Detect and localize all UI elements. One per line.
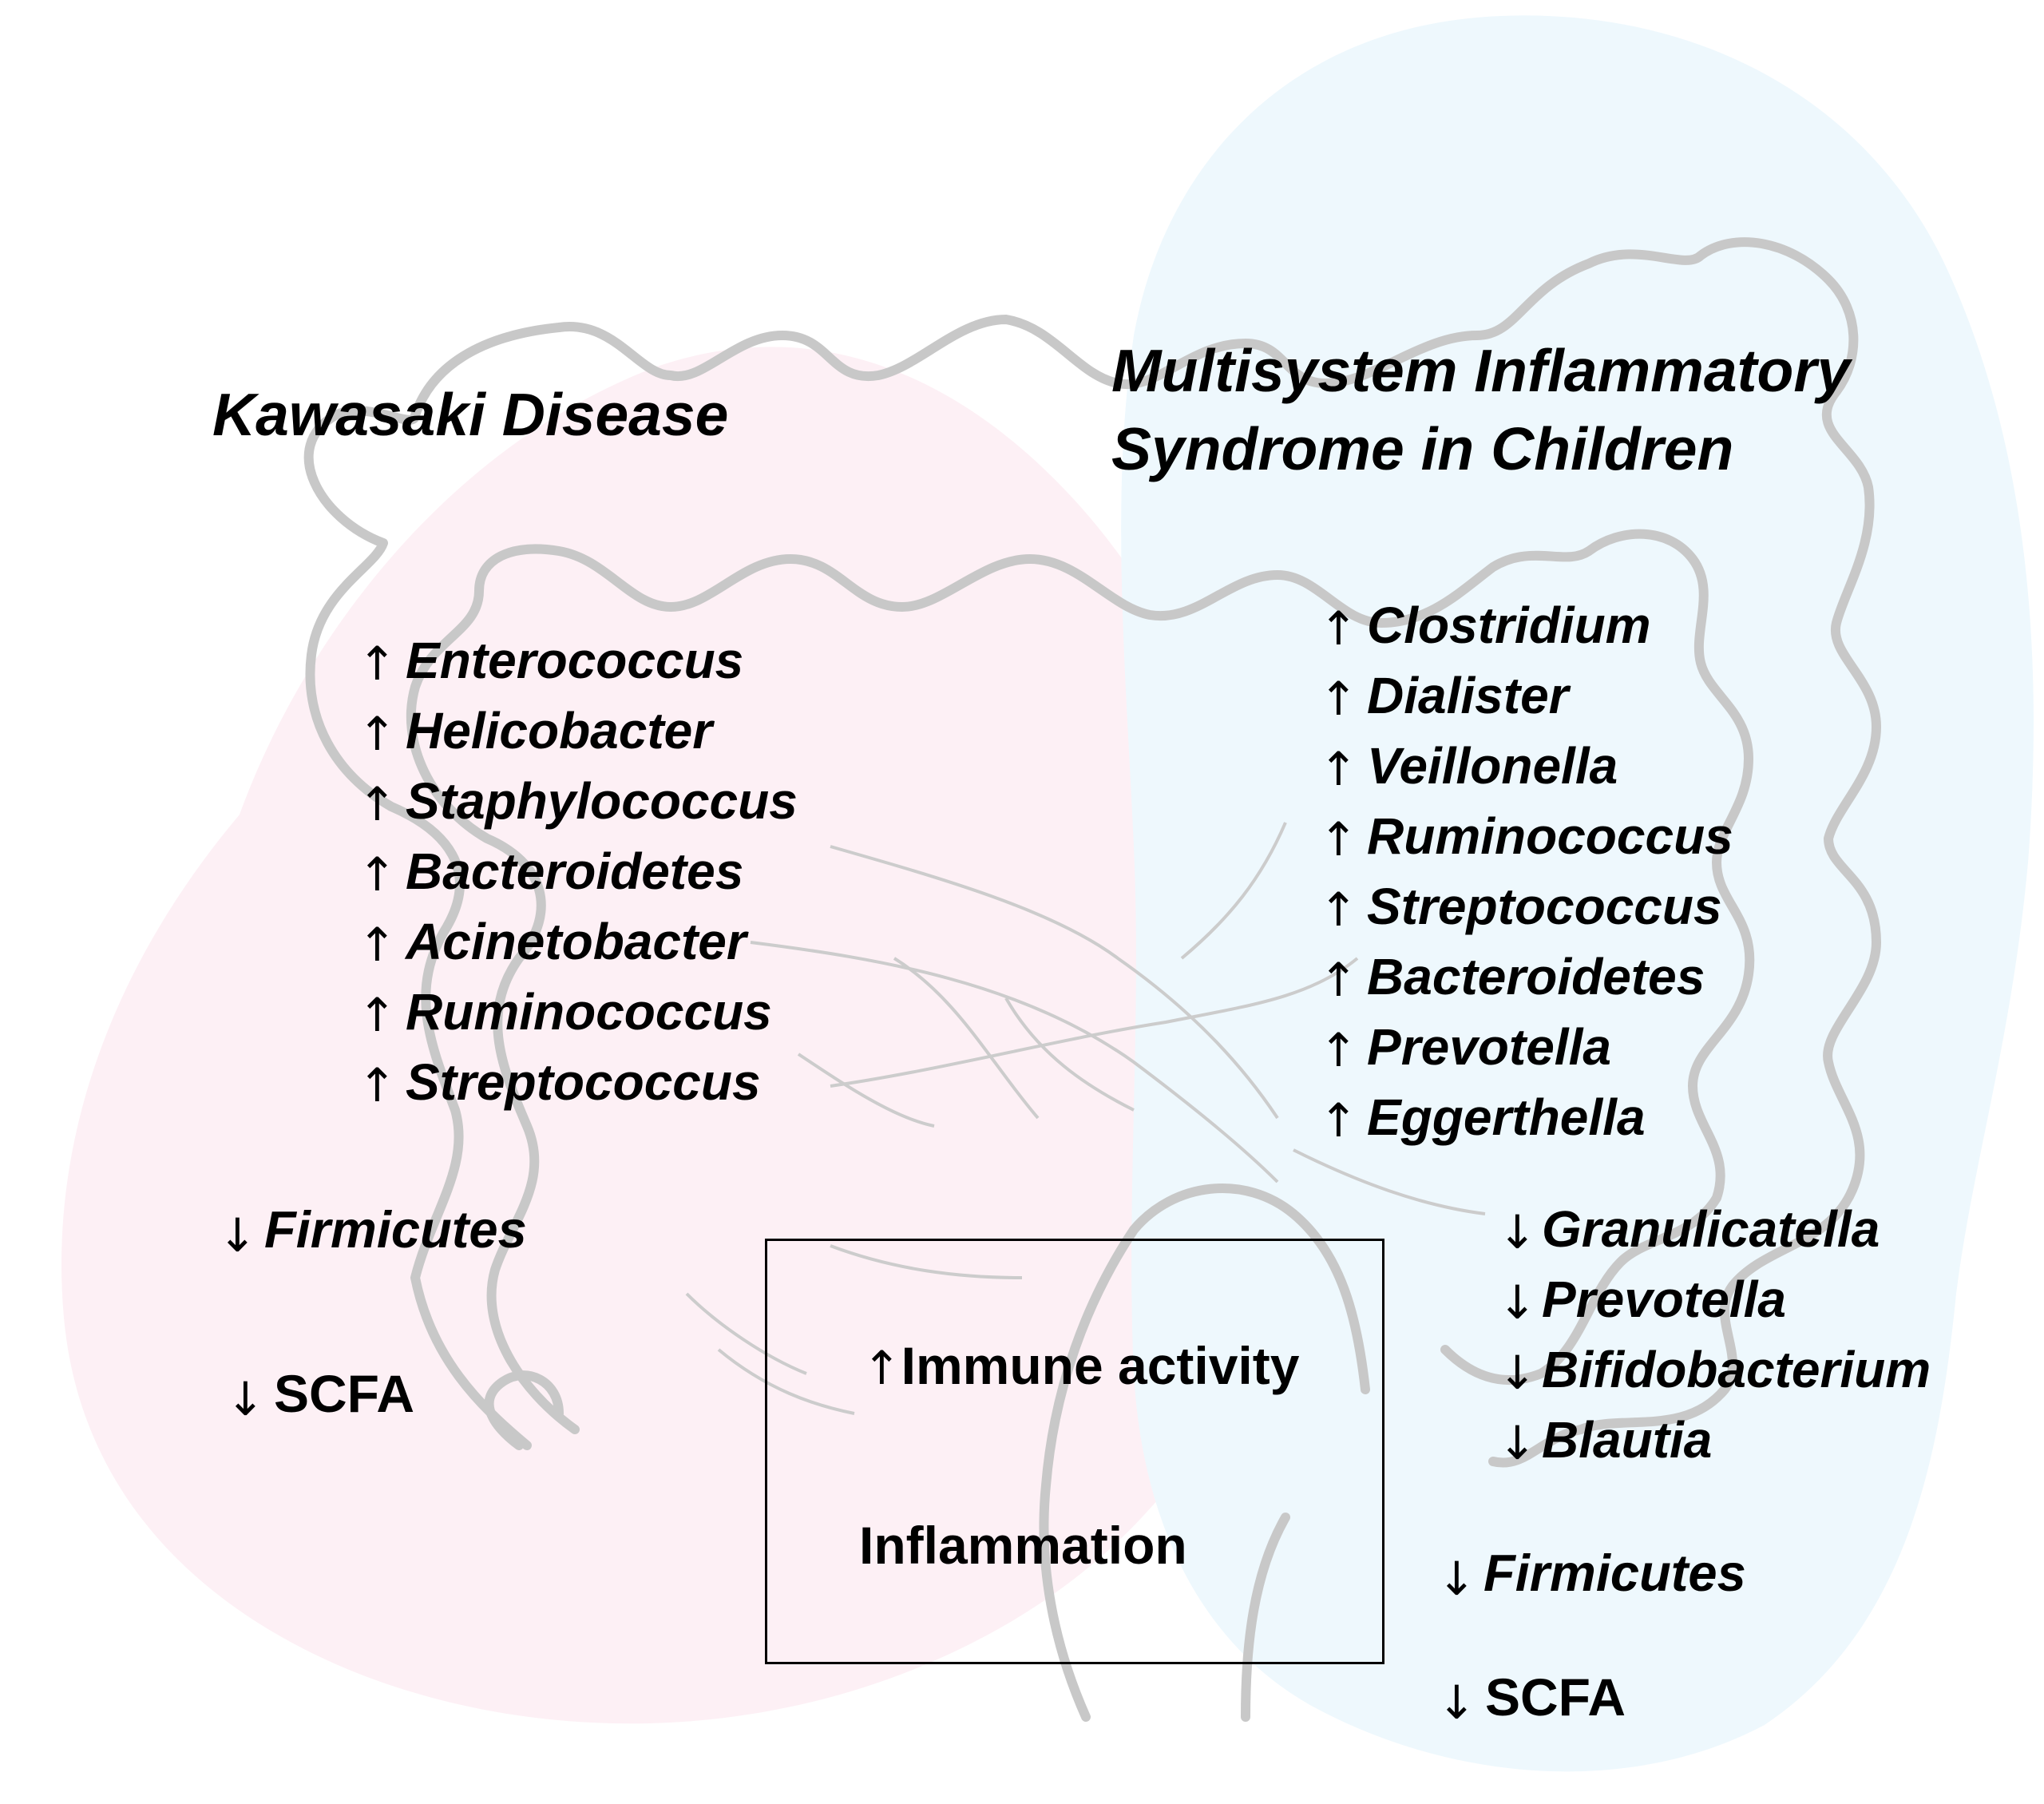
up-arrow-icon: ↑ bbox=[1319, 742, 1358, 796]
up-arrow-icon: ↑ bbox=[1319, 953, 1358, 1007]
taxon-label: Bacteroidetes bbox=[1367, 948, 1705, 1005]
up-arrow-icon: ↑ bbox=[1319, 1023, 1358, 1077]
taxon-label: Ruminococcus bbox=[406, 983, 772, 1041]
up-arrow-icon: ↑ bbox=[358, 847, 397, 902]
up-arrow-icon: ↑ bbox=[1319, 1093, 1358, 1148]
down-arrow-icon: ↓ bbox=[1437, 1675, 1476, 1730]
metabolite-label: SCFA bbox=[274, 1364, 415, 1423]
taxon-label: Blautia bbox=[1542, 1411, 1713, 1469]
taxon-label: Clostridium bbox=[1367, 597, 1651, 654]
taxon-label: Eggerthella bbox=[1367, 1088, 1646, 1146]
immune-activity-text: Immune activity bbox=[901, 1336, 1300, 1395]
misc-region bbox=[1121, 15, 2034, 1772]
up-arrow-icon: ↑ bbox=[358, 636, 397, 691]
taxon-label: Streptococcus bbox=[1367, 878, 1722, 935]
taxon-label: Helicobacter bbox=[406, 702, 713, 759]
taxon-label: Granulicatella bbox=[1542, 1200, 1880, 1258]
taxon-label: Dialister bbox=[1367, 667, 1569, 724]
effects-box bbox=[765, 1239, 1384, 1664]
taxon-label: Acinetobacter bbox=[406, 913, 747, 970]
kawasaki-region bbox=[61, 347, 1293, 1724]
taxon-label: Prevotella bbox=[1542, 1271, 1786, 1328]
taxon-label: Streptococcus bbox=[406, 1053, 761, 1111]
taxon-label: Firmicutes bbox=[264, 1200, 527, 1259]
metabolite-label: SCFA bbox=[1485, 1667, 1626, 1727]
taxon-label: Bifidobacterium bbox=[1542, 1341, 1931, 1398]
taxon-label: Bacteroidetes bbox=[406, 843, 744, 900]
mesentery-lines bbox=[685, 822, 1486, 1415]
taxon-label: Ruminococcus bbox=[1367, 807, 1733, 865]
up-arrow-icon: ↑ bbox=[358, 777, 397, 831]
up-arrow-icon: ↑ bbox=[358, 988, 397, 1042]
down-arrow-icon: ↓ bbox=[226, 1372, 265, 1426]
up-arrow-icon: ↑ bbox=[358, 707, 397, 761]
immune-activity-label: ↑Immune activity bbox=[862, 1330, 1299, 1404]
taxon-label: Firmicutes bbox=[1483, 1544, 1746, 1602]
down-arrow-icon: ↓ bbox=[1498, 1416, 1537, 1470]
up-arrow-icon: ↑ bbox=[358, 1058, 397, 1112]
kawasaki-title: Kawasaki Disease bbox=[212, 381, 729, 448]
misc-title-line-1: Multisystem Inflammatory bbox=[1111, 337, 1851, 404]
large-intestine-outline bbox=[303, 237, 1881, 1722]
up-arrow-icon: ↑ bbox=[1319, 601, 1358, 656]
up-arrow-icon: ↑ bbox=[358, 918, 397, 972]
down-arrow-icon: ↓ bbox=[1498, 1346, 1537, 1400]
up-arrow-icon: ↑ bbox=[1319, 882, 1358, 937]
misc-title-line-2: Syndrome in Children bbox=[1111, 415, 1734, 482]
taxon-label: Staphylococcus bbox=[406, 772, 798, 830]
up-arrow-icon: ↑ bbox=[862, 1341, 901, 1395]
up-arrow-icon: ↑ bbox=[1319, 812, 1358, 866]
up-arrow-icon: ↑ bbox=[1319, 672, 1358, 726]
inflammation-label: Inflammation bbox=[859, 1516, 1187, 1575]
down-arrow-icon: ↓ bbox=[1498, 1205, 1537, 1259]
down-arrow-icon: ↓ bbox=[218, 1208, 257, 1263]
taxon-label: Enterococcus bbox=[406, 632, 744, 689]
taxon-label: Prevotella bbox=[1367, 1018, 1611, 1076]
down-arrow-icon: ↓ bbox=[1498, 1275, 1537, 1330]
down-arrow-icon: ↓ bbox=[1437, 1552, 1476, 1606]
taxon-label: Veillonella bbox=[1367, 737, 1618, 795]
